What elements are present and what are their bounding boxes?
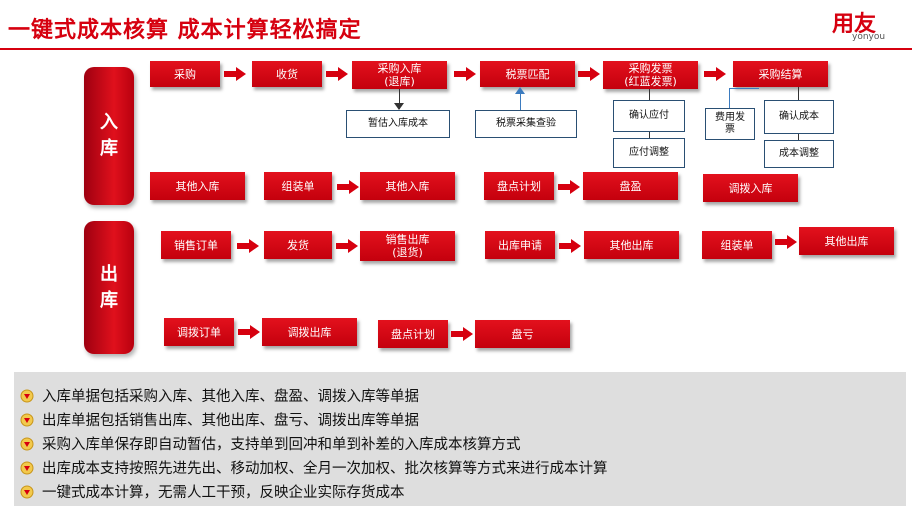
- flow-arrow: [578, 67, 600, 81]
- node-other-inbound-2: 其他入库: [360, 172, 455, 200]
- connector-line: [649, 89, 650, 100]
- note-text: 出库单据包括销售出库、其他出库、盘亏、调拨出库等单据: [42, 413, 419, 429]
- bullet-icon: [20, 461, 34, 474]
- connector-arrowhead: [394, 103, 404, 110]
- node-inventory-surplus: 盘盈: [583, 172, 678, 200]
- node-other-outbound-1: 其他出库: [584, 231, 679, 259]
- note-text: 入库单据包括采购入库、其他入库、盘盈、调拨入库等单据: [42, 389, 419, 405]
- node-estimated-inbound-cost: 暂估入库成本: [346, 110, 450, 138]
- connector-line: [798, 134, 799, 140]
- node-transfer-order: 调拨订单: [164, 318, 234, 346]
- connector-line: [649, 132, 650, 138]
- connector-arrowhead-blue: [515, 87, 525, 94]
- node-assembly-order: 组装单: [264, 172, 332, 200]
- node-stocktake-plan-1: 盘点计划: [484, 172, 554, 200]
- note-item: 出库成本支持按照先进先出、移动加权、全月一次加权、批次核算等方式来进行成本计算: [20, 457, 608, 478]
- connector-line-blue: [729, 88, 730, 108]
- note-text: 出库成本支持按照先进先出、移动加权、全月一次加权、批次核算等方式来进行成本计算: [42, 461, 608, 477]
- flow-arrow: [704, 67, 726, 81]
- flow-arrow: [336, 239, 358, 253]
- node-tax-invoice-match: 税票匹配: [480, 61, 575, 87]
- node-purchase-inbound: 采购入库 (退库): [352, 61, 447, 89]
- node-cost-adjustment: 成本调整: [764, 140, 834, 168]
- node-assembly-order-out: 组装单: [702, 231, 772, 259]
- flow-arrow: [559, 239, 581, 253]
- bullet-icon: [20, 437, 34, 450]
- note-item: 入库单据包括采购入库、其他入库、盘盈、调拨入库等单据: [20, 385, 419, 406]
- node-purchase-settlement: 采购结算: [733, 61, 828, 87]
- flow-arrow: [237, 239, 259, 253]
- page-title: 一键式成本核算 成本计算轻松搞定: [8, 18, 362, 43]
- node-transfer-inbound: 调拨入库: [703, 174, 798, 202]
- connector-line-blue: [729, 88, 759, 89]
- node-payable-adjustment: 应付调整: [613, 138, 685, 168]
- note-text: 一键式成本计算，无需人工干预，反映企业实际存货成本: [42, 485, 405, 501]
- flow-arrow: [558, 180, 580, 194]
- node-transfer-outbound: 调拨出库: [262, 318, 357, 346]
- node-confirm-payable: 确认应付: [613, 100, 685, 132]
- node-inventory-loss: 盘亏: [475, 320, 570, 348]
- node-other-inbound-1: 其他入库: [150, 172, 245, 200]
- note-item: 出库单据包括销售出库、其他出库、盘亏、调拨出库等单据: [20, 409, 419, 430]
- bullet-icon: [20, 389, 34, 402]
- flow-arrow: [454, 67, 476, 81]
- note-item: 采购入库单保存即自动暂估，支持单到回冲和单到补差的入库成本核算方式: [20, 433, 521, 454]
- node-outbound-request: 出库申请: [485, 231, 555, 259]
- yonyou-logo-subtext: yonyou: [852, 32, 886, 42]
- node-purchase: 采购: [150, 61, 220, 87]
- connector-line-blue: [520, 92, 521, 110]
- flow-arrow: [337, 180, 359, 194]
- flow-arrow: [451, 327, 473, 341]
- notes-panel: [14, 372, 906, 506]
- title-divider: [0, 48, 912, 50]
- flow-arrow: [326, 67, 348, 81]
- node-tax-collection-check: 税票采集查验: [475, 110, 577, 138]
- note-item: 一键式成本计算，无需人工干预，反映企业实际存货成本: [20, 481, 405, 502]
- flow-arrow: [238, 325, 260, 339]
- flow-arrow: [224, 67, 246, 81]
- node-other-outbound-2: 其他出库: [799, 227, 894, 255]
- node-purchase-invoice: 采购发票 (红蓝发票): [603, 61, 698, 89]
- outbound-section-label: 出 库: [84, 221, 134, 354]
- yonyou-logo: 用友: [832, 12, 877, 37]
- node-sales-outbound: 销售出库 (退货): [360, 231, 455, 261]
- node-confirm-cost: 确认成本: [764, 100, 834, 134]
- node-receive: 收货: [252, 61, 322, 87]
- node-expense-invoice: 费用发 票: [705, 108, 755, 140]
- bullet-icon: [20, 413, 34, 426]
- inbound-section-label: 入 库: [84, 67, 134, 205]
- connector-line: [399, 89, 400, 109]
- bullet-icon: [20, 485, 34, 498]
- connector-line: [798, 87, 799, 100]
- flow-arrow: [775, 235, 797, 249]
- node-sales-order: 销售订单: [161, 231, 231, 259]
- node-delivery: 发货: [264, 231, 332, 259]
- node-stocktake-plan-2: 盘点计划: [378, 320, 448, 348]
- note-text: 采购入库单保存即自动暂估，支持单到回冲和单到补差的入库成本核算方式: [42, 437, 521, 453]
